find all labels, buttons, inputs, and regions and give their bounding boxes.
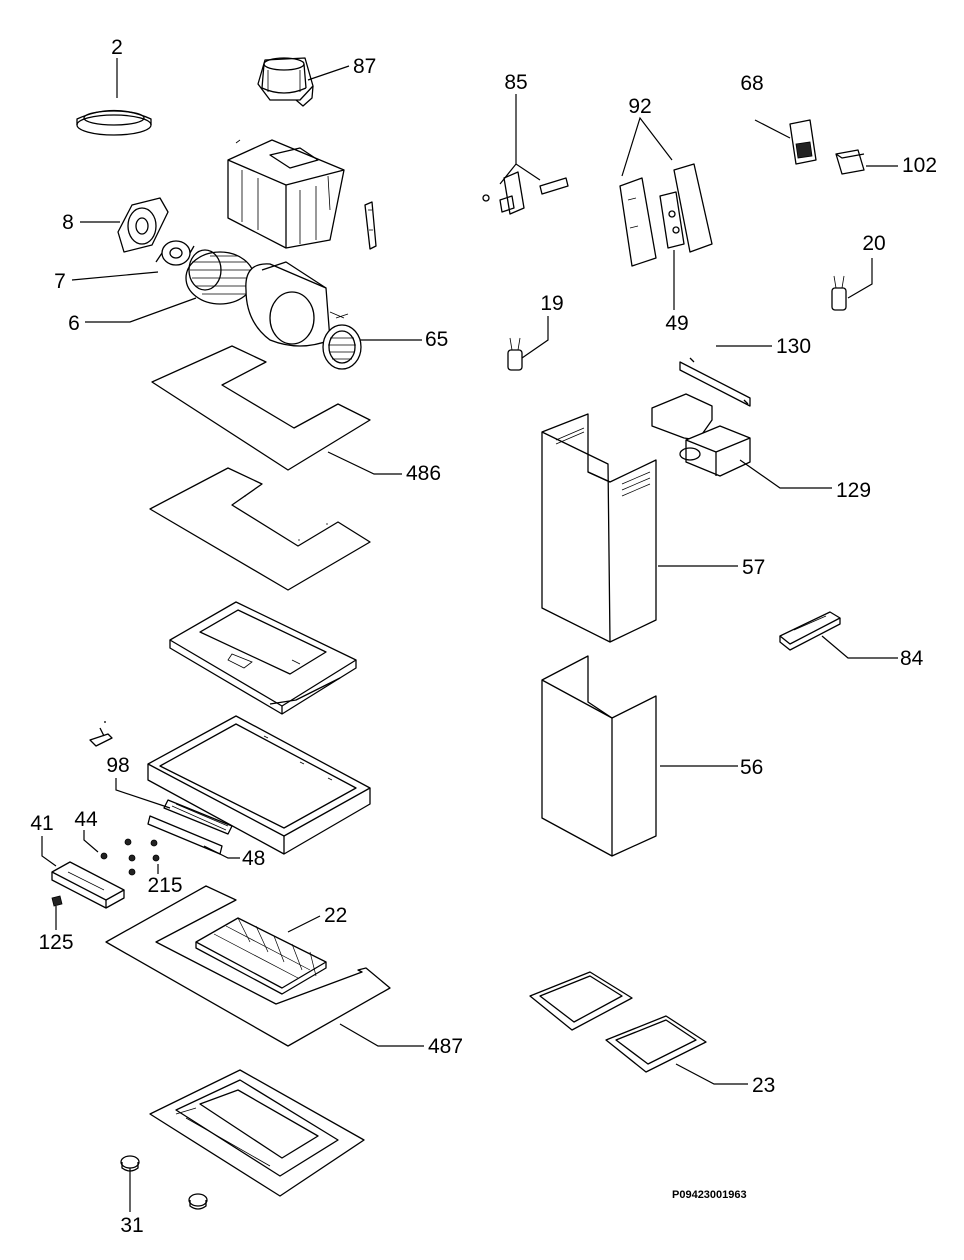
label-part-22: 22: [324, 904, 347, 927]
part-87-outlet-flange: [257, 57, 314, 107]
label-part-31: 31: [120, 1214, 143, 1237]
callout-labels: 2 87 85 92 68 102 8 7 6 65 19 49 20 130 …: [30, 36, 937, 1237]
part-85-clamp: [482, 171, 569, 215]
label-part-41: 41: [30, 812, 53, 835]
part-487-gasket-frame: [105, 885, 391, 1047]
part-44-215-buttons: [100, 838, 160, 876]
part-57-upper-chimney: [541, 413, 657, 643]
label-part-48: 48: [242, 847, 265, 870]
label-part-486: 486: [406, 462, 441, 485]
part-8-motor-plate: [117, 197, 169, 253]
part-486-gasket-sheet: [151, 345, 371, 471]
gasket-sheet-lower: [149, 467, 371, 591]
chassis-frame: [169, 601, 357, 715]
part-68-switch-bracket: [789, 119, 817, 165]
label-part-23: 23: [752, 1074, 775, 1097]
label-part-57: 57: [742, 556, 765, 579]
label-part-125: 125: [38, 931, 73, 954]
part-2-ring-cover: [76, 109, 152, 136]
label-part-85: 85: [504, 71, 527, 94]
label-part-98: 98: [106, 754, 129, 777]
part-56-lower-chimney: [541, 655, 657, 857]
label-part-7: 7: [54, 270, 66, 293]
label-part-6: 6: [68, 312, 80, 335]
motor-housing: [227, 139, 345, 249]
part-102-capacitor: [835, 149, 865, 175]
lower-canopy: [149, 1069, 365, 1197]
label-part-65: 65: [425, 328, 448, 351]
label-part-102: 102: [902, 154, 937, 177]
fan-volute: [245, 261, 349, 347]
label-part-56: 56: [740, 756, 763, 779]
part-22-grease-filter: [195, 917, 327, 995]
label-part-87: 87: [353, 55, 376, 78]
label-part-487: 487: [428, 1035, 463, 1058]
label-part-2: 2: [111, 36, 123, 59]
part-41-control-box: [51, 861, 125, 909]
part-20-lamp: [831, 275, 847, 311]
label-part-92: 92: [628, 95, 651, 118]
part-7-motor: [155, 240, 195, 266]
label-part-84: 84: [900, 647, 924, 670]
label-part-68: 68: [740, 72, 763, 95]
label-part-130: 130: [776, 335, 811, 358]
label-part-49: 49: [665, 312, 688, 335]
part-housing-bracket: [364, 201, 377, 250]
part-19-lamp: [507, 337, 523, 371]
part-6-fan-wheel: [185, 249, 255, 305]
part-65-fan-grille: [322, 324, 362, 370]
label-part-215: 215: [147, 874, 182, 897]
part-129-duct-adapter: [651, 393, 751, 477]
part-92-49-wall-bracket: [619, 163, 713, 267]
label-part-44: 44: [74, 808, 98, 831]
part-48-control-panel: [147, 799, 233, 855]
part-130-chimney-bracket: [679, 357, 751, 407]
part-23-carbon-filters: [529, 971, 707, 1073]
label-part-129: 129: [836, 479, 871, 502]
part-31-knob: [120, 1155, 208, 1210]
leader-lines: [41, 58, 898, 1212]
label-part-20: 20: [862, 232, 885, 255]
part-84-lamp-holder: [779, 611, 841, 651]
label-part-19: 19: [540, 292, 563, 315]
part-98-clip: [89, 721, 113, 747]
part-125-connector: [51, 895, 63, 907]
hood-body: [147, 715, 371, 855]
label-part-8: 8: [62, 211, 74, 234]
document-reference: P09423001963: [672, 1189, 747, 1201]
